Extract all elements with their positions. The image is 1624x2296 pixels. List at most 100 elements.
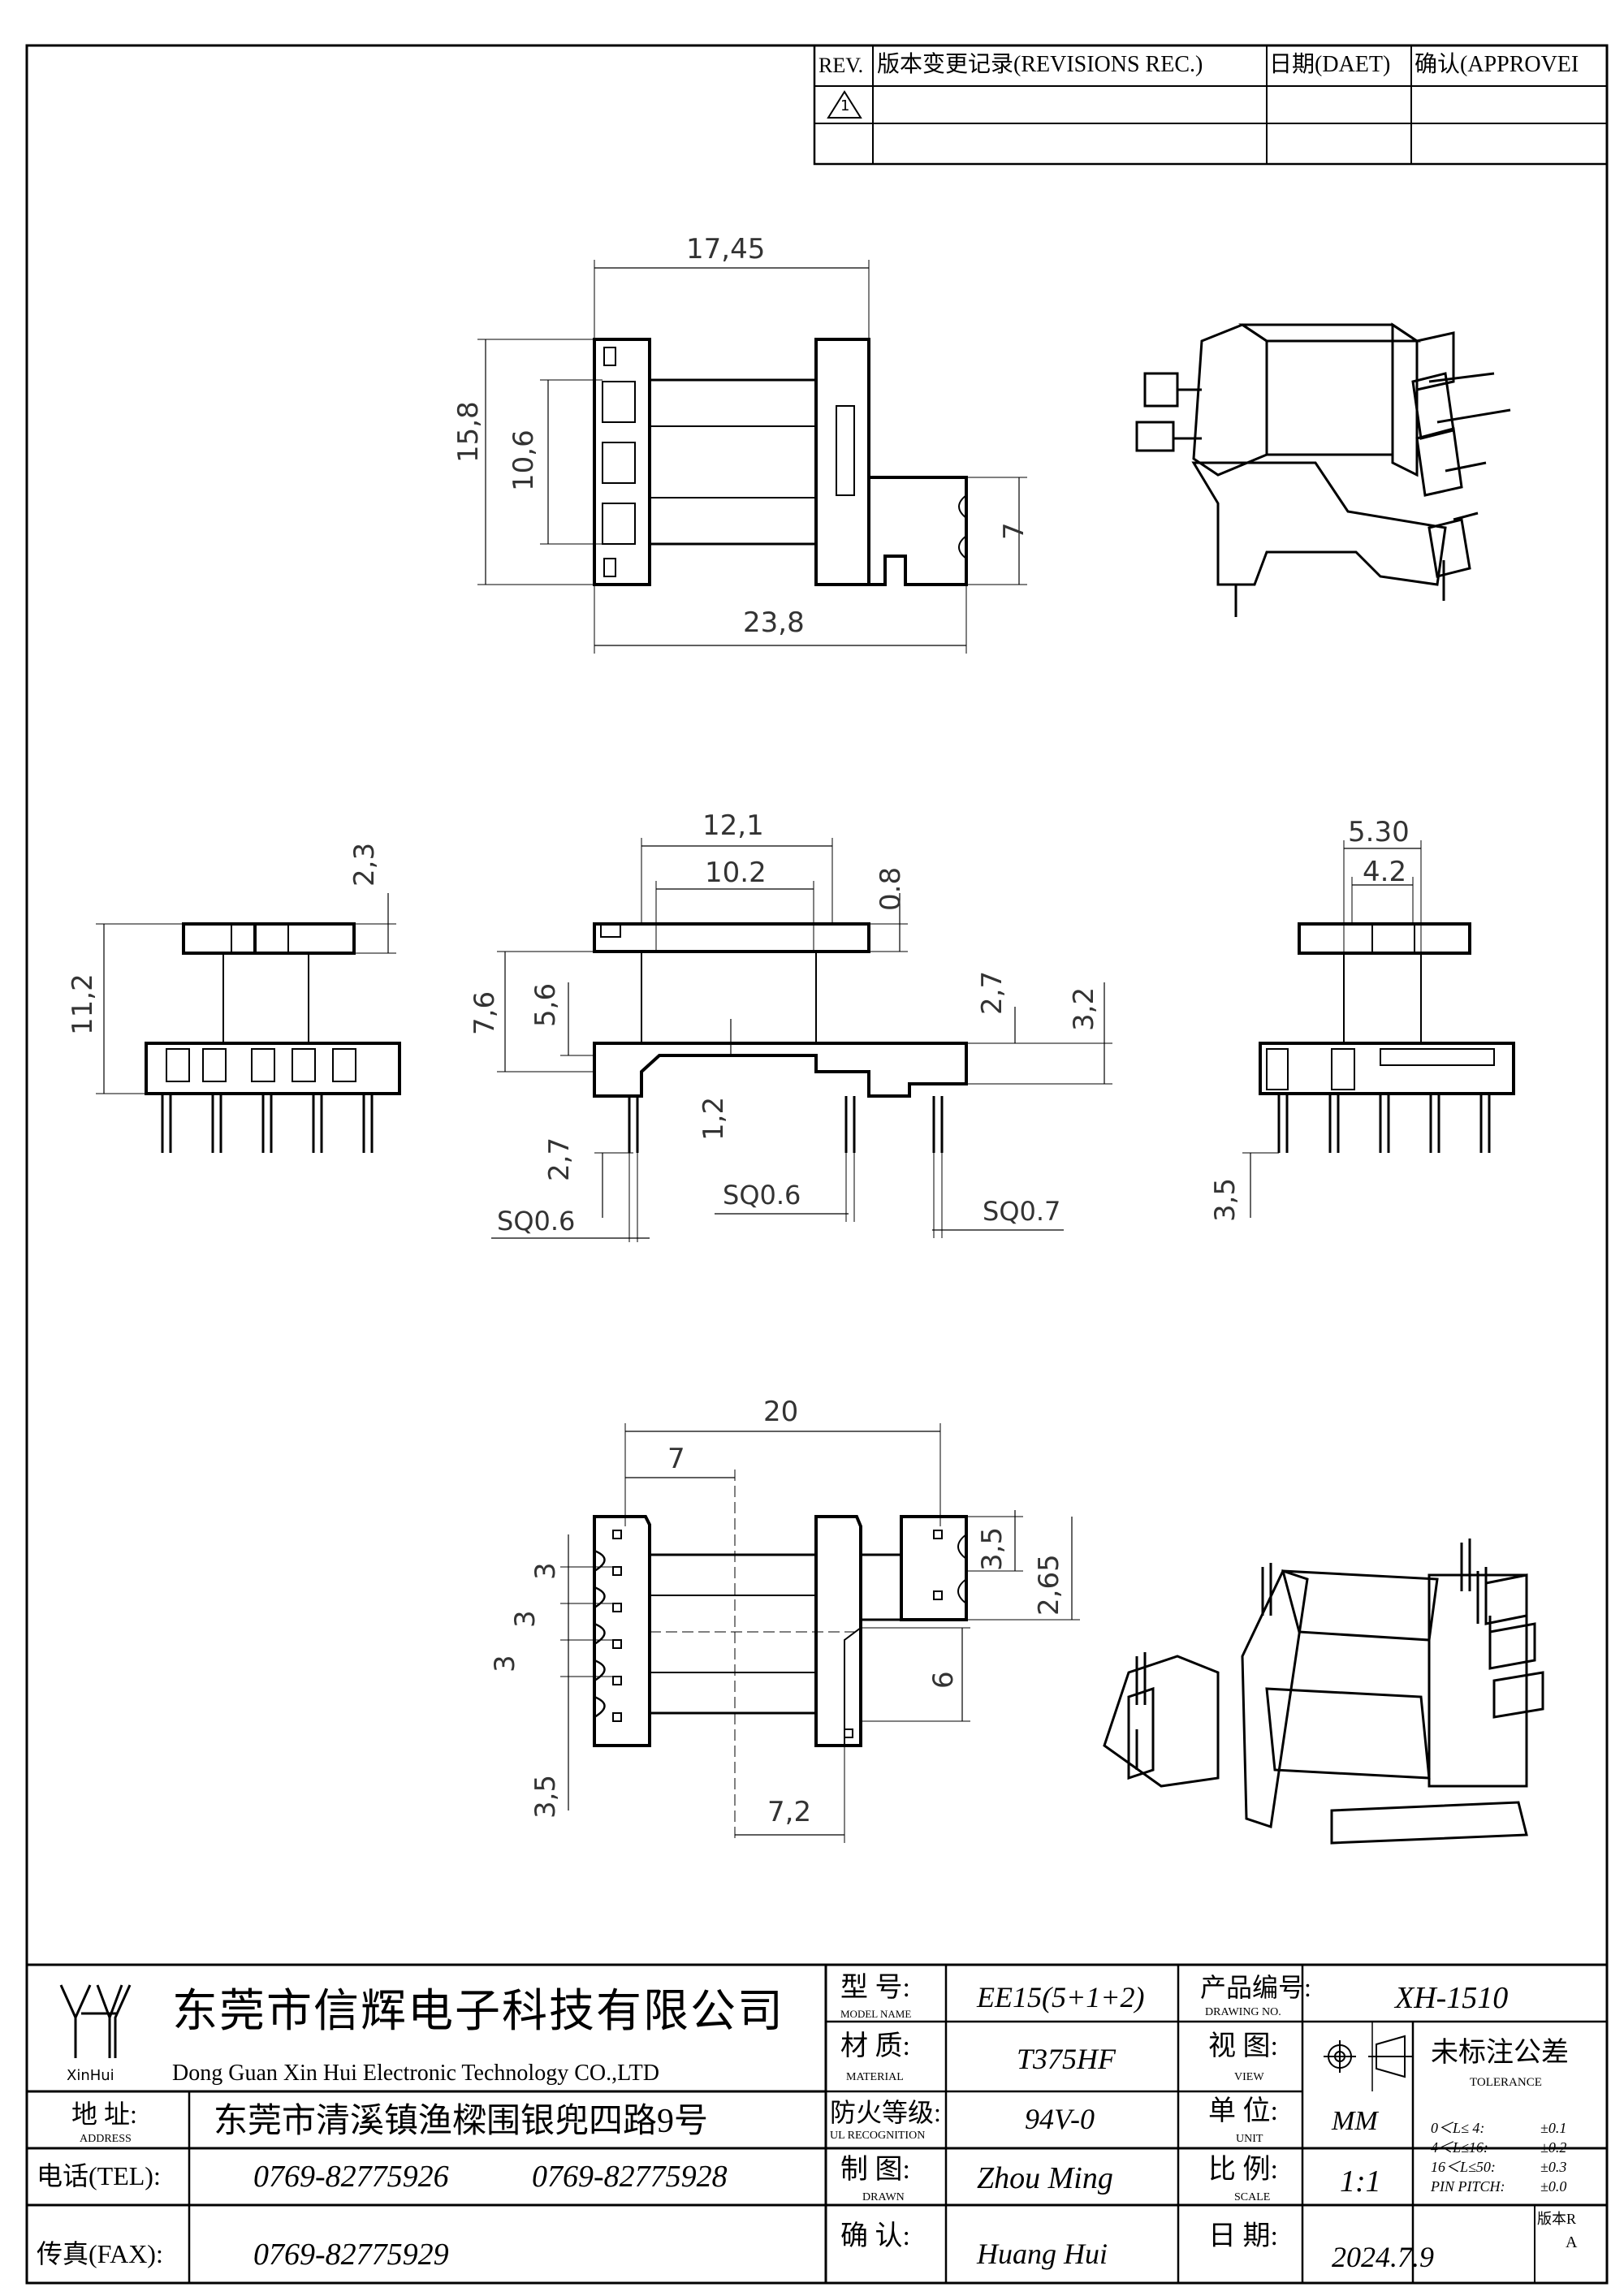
company-name-en: Dong Guan Xin Hui Electronic Technology … xyxy=(172,2061,659,2086)
dim-12-1: 12,1 xyxy=(702,809,764,842)
view-label-en: VIEW xyxy=(1234,2071,1264,2083)
address-value: 东莞市清溪镇渔樑围银兜四路9号 xyxy=(214,2103,709,2140)
tolerance-range: 4＜L≤16: xyxy=(1431,2139,1488,2156)
rev-header-rev: REV. xyxy=(818,54,864,77)
company-logo xyxy=(59,1984,132,2058)
date-label: 日 期: xyxy=(1208,2221,1278,2251)
tolerance-value: ±0.2 xyxy=(1540,2139,1567,2156)
model-label-en: MODEL NAME xyxy=(840,2008,912,2020)
tolerance-value: ±0.0 xyxy=(1540,2178,1567,2195)
tolerance-row: PIN PITCH: ±0.0 xyxy=(1431,2177,1605,2197)
tolerance-value: ±0.3 xyxy=(1540,2159,1567,2175)
dim-2-7-b: 2,7 xyxy=(543,1137,576,1181)
confirm-label: 确 认: xyxy=(840,2221,910,2251)
model-value: EE15(5+1+2) xyxy=(977,1981,1145,2013)
unit-label: 单 位: xyxy=(1208,2096,1278,2126)
drawing-no-label-en: DRAWING NO. xyxy=(1205,2006,1281,2018)
logo-text: XinHui xyxy=(67,2067,114,2084)
isometric-view-top xyxy=(1135,322,1511,617)
unit-value: MM xyxy=(1332,2106,1378,2136)
dim-5-6: 5,6 xyxy=(529,982,562,1027)
dim-4-2: 4.2 xyxy=(1363,856,1407,888)
tolerance-range: 0＜L≤ 4: xyxy=(1431,2120,1485,2136)
dim-23-8: 23,8 xyxy=(743,606,805,639)
fax-label: 传真(FAX): xyxy=(37,2239,163,2268)
dim-15-8: 15,8 xyxy=(452,401,485,463)
front-view xyxy=(491,838,1112,1242)
rev-header-date: 日期(DAET) xyxy=(1269,52,1391,77)
tolerance-range: 16＜L≤50: xyxy=(1431,2159,1496,2175)
tolerance-label-en: TOLERANCE xyxy=(1470,2076,1542,2089)
rev-symbol: 1 xyxy=(840,97,850,114)
dim-sq06-mid: SQ0.6 xyxy=(723,1180,801,1211)
side-view-left xyxy=(96,893,401,1153)
dim-5-30: 5.30 xyxy=(1348,816,1410,848)
dim-sq07-right: SQ0.7 xyxy=(983,1196,1061,1227)
dim-2-3: 2,3 xyxy=(348,842,381,887)
tel-2: 0769-82775928 xyxy=(532,2160,728,2194)
tolerance-label: 未标注公差 xyxy=(1431,2038,1569,2068)
tolerance-row: 16＜L≤50: ±0.3 xyxy=(1431,2158,1605,2177)
dim-7: 7 xyxy=(998,522,1030,540)
tolerance-row: 0＜L≤ 4: ±0.1 xyxy=(1431,2119,1605,2138)
model-label: 型 号: xyxy=(840,1973,910,2003)
company-name-cn: 东莞市信辉电子科技有限公司 xyxy=(172,1987,784,2037)
dim-pitch-3-b: 3 xyxy=(509,1610,542,1628)
date-value: 2024.7.9 xyxy=(1332,2241,1434,2273)
fire-label-en: UL RECOGNITION xyxy=(830,2130,926,2142)
version-label: 版本R xyxy=(1537,2211,1577,2227)
dim-sq06-left: SQ0.6 xyxy=(497,1206,576,1236)
dim-3-5-right: 3,5 xyxy=(1209,1177,1242,1222)
drawn-label-en: DRAWN xyxy=(862,2191,905,2203)
tolerance-value: ±0.1 xyxy=(1540,2120,1567,2136)
version-value: A xyxy=(1566,2233,1578,2251)
scale-value: 1:1 xyxy=(1340,2164,1381,2199)
revision-table-grid xyxy=(813,44,1609,166)
dim-pitch-3-c: 3 xyxy=(489,1655,521,1672)
fire-value: 94V-0 xyxy=(1025,2103,1095,2135)
fire-label: 防火等级: xyxy=(830,2098,941,2127)
address-label-en: ADDRESS xyxy=(80,2133,132,2145)
dim-0-8: 0.8 xyxy=(875,866,907,911)
projection-symbol-icon xyxy=(1324,2035,1413,2078)
tolerance-list: 0＜L≤ 4: ±0.1 4＜L≤16: ±0.2 16＜L≤50: ±0.3 … xyxy=(1431,2119,1605,2197)
scale-label-en: SCALE xyxy=(1234,2191,1271,2203)
isometric-view-bottom xyxy=(1103,1539,1544,1845)
side-view-right xyxy=(1242,840,1515,1218)
revision-triangle-icon xyxy=(827,90,862,119)
material-label: 材 质: xyxy=(840,2031,910,2061)
material-value: T375HF xyxy=(1017,2043,1116,2075)
dim-2-7-a: 2,7 xyxy=(976,970,1009,1015)
dim-6: 6 xyxy=(927,1671,960,1689)
view-label: 视 图: xyxy=(1208,2031,1278,2061)
tel-1: 0769-82775926 xyxy=(253,2160,449,2194)
material-label-en: MATERIAL xyxy=(846,2071,904,2083)
address-label: 地 址: xyxy=(71,2100,137,2129)
drawing-no-value: XH-1510 xyxy=(1395,1981,1509,2015)
dim-7-2: 7,2 xyxy=(767,1796,812,1828)
dim-1-2: 1,2 xyxy=(698,1096,730,1141)
scale-label: 比 例: xyxy=(1208,2155,1278,2185)
dim-7-bottom: 7 xyxy=(667,1443,685,1475)
tolerance-row: 4＜L≤16: ±0.2 xyxy=(1431,2138,1605,2158)
confirm-value: Huang Hui xyxy=(977,2238,1108,2270)
dim-17-45: 17,45 xyxy=(686,233,766,265)
dim-3-5-b: 3,5 xyxy=(529,1774,562,1819)
dim-20: 20 xyxy=(763,1396,799,1428)
tolerance-range: PIN PITCH: xyxy=(1431,2178,1505,2195)
dim-10-2: 10.2 xyxy=(705,857,767,889)
bottom-view xyxy=(560,1423,1080,1843)
drawn-label: 制 图: xyxy=(840,2155,910,2185)
drawn-value: Zhou Ming xyxy=(977,2161,1113,2195)
dim-pitch-3-a: 3 xyxy=(529,1562,562,1580)
dim-10-6: 10,6 xyxy=(508,429,540,491)
dim-3-5-a: 3,5 xyxy=(976,1526,1009,1571)
dim-7-6: 7,6 xyxy=(469,990,501,1035)
dim-3-2: 3,2 xyxy=(1068,986,1100,1031)
tel-label: 电话(TEL): xyxy=(37,2161,161,2190)
drawing-no-label: 产品编号: xyxy=(1200,1973,1311,2002)
rev-header-approve: 确认(APPROVEI xyxy=(1415,52,1579,77)
fax-value: 0769-82775929 xyxy=(253,2238,449,2272)
